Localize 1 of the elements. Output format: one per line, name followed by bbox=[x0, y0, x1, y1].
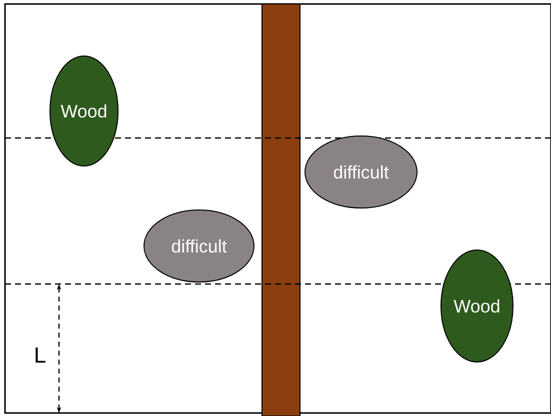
dimension-label: L bbox=[36, 347, 46, 363]
